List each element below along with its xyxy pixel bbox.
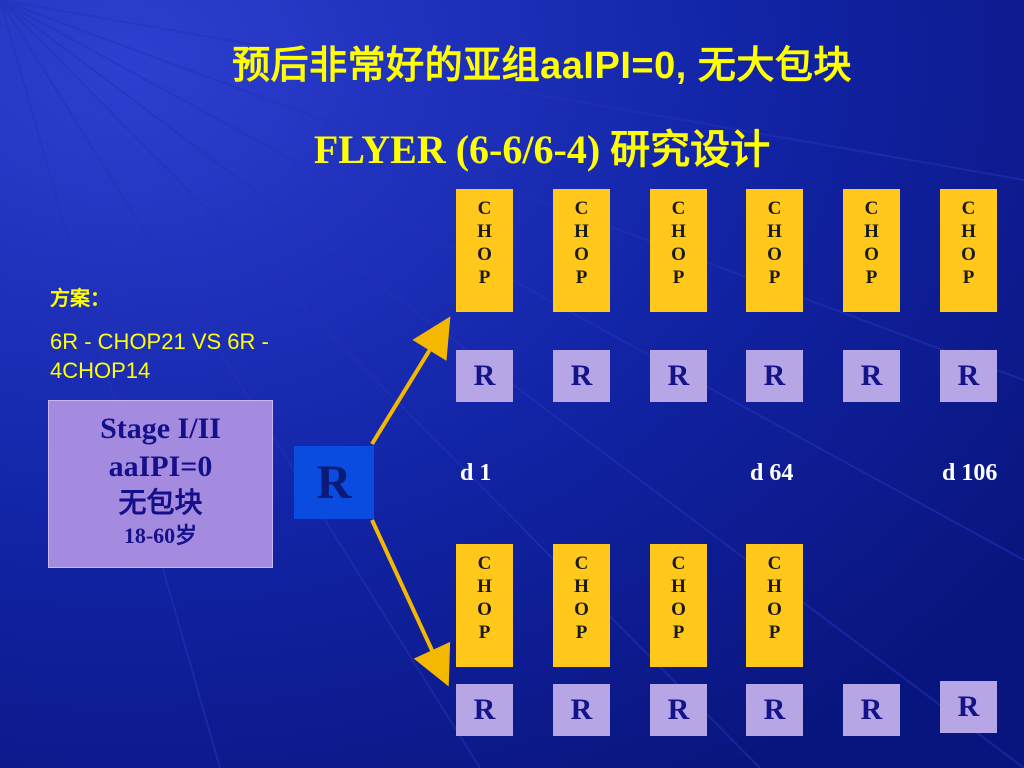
age-line: 18-60岁 (123, 523, 198, 548)
rituximab-top-3: R (650, 350, 707, 402)
rituximab-top-1: R (456, 350, 513, 402)
stage-eligibility-box: Stage I/II aaIPI=0 无包块 18-60岁 (48, 400, 273, 568)
chop-letter: C (477, 553, 492, 574)
day-106-label: d 106 (942, 460, 998, 486)
chop-letter: O (767, 599, 782, 620)
bulk-line: 无包块 (118, 488, 203, 519)
chop-letter: O (671, 599, 686, 620)
title-line-1: 预后非常好的亚组aaIPI=0, 无大包块 (232, 45, 852, 87)
chop-letter: P (478, 267, 491, 288)
chop-letter: C (477, 198, 492, 219)
chop-letter: P (575, 267, 588, 288)
chop-letter: P (575, 622, 588, 643)
chop-letter: H (574, 576, 589, 597)
chop-letter: H (671, 221, 686, 242)
randomization-box: R (294, 446, 374, 519)
rituximab-bottom-5: R (843, 684, 900, 736)
rituximab-top-2: R (553, 350, 610, 402)
day-1-label: d 1 (460, 460, 492, 486)
chop-letter: C (671, 198, 686, 219)
rituximab-top-5: R (843, 350, 900, 402)
rituximab-bottom-4: R (746, 684, 803, 736)
chop-letter: H (477, 576, 492, 597)
chop-letter: H (767, 221, 782, 242)
chop-letter: O (671, 244, 686, 265)
chop-letter: C (671, 553, 686, 574)
rituximab-bottom-6: R (940, 681, 997, 733)
chop-letter: O (477, 599, 492, 620)
rituximab-top-6: R (940, 350, 997, 402)
chop-letter: C (767, 198, 782, 219)
rituximab-bottom-2: R (553, 684, 610, 736)
chop-letter: C (961, 198, 976, 219)
chop-letter: P (768, 267, 781, 288)
chop-letter: P (768, 622, 781, 643)
scheme-label: 方案： (50, 288, 110, 310)
chop-letter: O (574, 244, 589, 265)
rituximab-bottom-1: R (456, 684, 513, 736)
rituximab-bottom-3: R (650, 684, 707, 736)
chop-letter: P (962, 267, 975, 288)
chop-letter: P (672, 267, 685, 288)
aaipi-line: aaIPI=0 (108, 450, 213, 483)
chop-letter: O (574, 599, 589, 620)
chop-letter: C (767, 553, 782, 574)
day-64-label: d 64 (750, 460, 794, 486)
stage-line: Stage I/II (100, 412, 221, 445)
chop-letter: H (574, 221, 589, 242)
chop-letter: P (478, 622, 491, 643)
chop-letter: O (477, 244, 492, 265)
title-line-2: FLYER (6-6/6-4) 研究设计 (313, 127, 771, 172)
chop-letter: O (864, 244, 879, 265)
chop-letter: H (767, 576, 782, 597)
chop-letter: C (864, 198, 879, 219)
chop-letter: H (671, 576, 686, 597)
chop-letter: H (864, 221, 879, 242)
chop-letter: O (767, 244, 782, 265)
chop-letter: C (574, 553, 589, 574)
scheme-text: 6R - CHOP21 VS 6R - 4CHOP14 (50, 329, 269, 383)
chop-letter: P (865, 267, 878, 288)
chop-letter: H (477, 221, 492, 242)
chop-letter: P (672, 622, 685, 643)
rituximab-top-4: R (746, 350, 803, 402)
chop-letter: O (961, 244, 976, 265)
chop-letter: C (574, 198, 589, 219)
chop-letter: H (961, 221, 976, 242)
